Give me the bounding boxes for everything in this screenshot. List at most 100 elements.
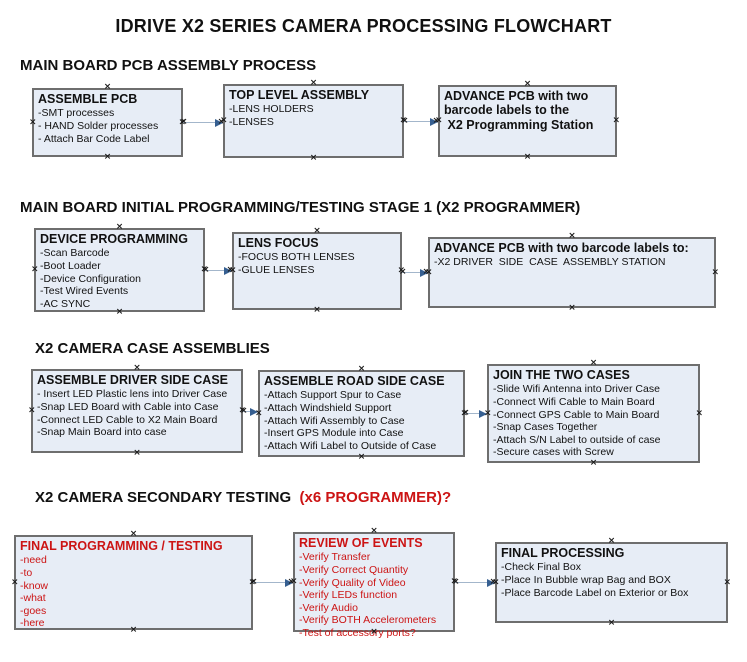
anchor-x-marker: × <box>357 452 366 462</box>
anchor-x-marker: × <box>462 408 470 418</box>
box-item: - Insert LED Plastic lens into Driver Ca… <box>37 388 228 401</box>
flow-box-assemble-driver-side-case[interactable]: × × × × ASSEMBLE DRIVER SIDE CASE - Inse… <box>28 364 246 458</box>
anchor-x-marker: × <box>229 265 237 276</box>
anchor-x-marker: × <box>133 363 141 373</box>
box-item: -Attach Wifi Label to Outside of Case <box>264 439 437 452</box>
box-item: -FOCUS BOTH LENSES <box>238 251 355 264</box>
box-item: -Verify Quality of Video <box>299 576 406 589</box>
box-item: -Attach Support Spur to Case <box>264 389 402 402</box>
box-items: -need-to-know-what-goes-here <box>20 554 246 630</box>
anchor-x-marker: × <box>425 267 433 277</box>
arrowhead-icon <box>430 117 438 126</box>
box-item: -need <box>20 554 47 567</box>
anchor-x-marker: × <box>589 358 598 368</box>
anchor-x-marker: × <box>370 627 378 637</box>
box-item: -Snap LED Board with Cable into Case <box>37 400 219 413</box>
flow-box-join-the-two-cases[interactable]: × × × × JOIN THE TWO CASES -Slide Wifi A… <box>484 359 703 468</box>
box-item: -Test of accessory ports? <box>299 626 416 639</box>
flow-box-final-programming-testing[interactable]: × × × × FINAL PROGRAMMING / TESTING -nee… <box>11 530 256 635</box>
box-items: -X2 DRIVER SIDE CASE ASSEMBLY STATION <box>434 256 709 269</box>
box-item: -Verify Correct Quantity <box>299 563 409 576</box>
box-item: -Connect LED Cable to X2 Main Board <box>37 413 218 426</box>
box-title: LENS FOCUS <box>238 236 319 250</box>
connector-arrow[interactable]: × <box>462 409 487 418</box>
connector-arrow[interactable]: × × <box>180 118 225 127</box>
anchor-x-marker: × <box>309 153 318 163</box>
box-item: -Attach Windshield Support <box>264 401 392 414</box>
anchor-x-marker: × <box>287 577 295 587</box>
box-item: -Attach Wifi Assembly to Case <box>264 414 405 427</box>
anchor-x-marker: × <box>178 117 186 127</box>
anchor-x-marker: × <box>29 117 37 127</box>
anchor-x-marker: × <box>484 408 492 418</box>
section-header-case-assemblies: X2 CAMERA CASE ASSEMBLIES <box>35 340 270 357</box>
anchor-x-marker: × <box>255 408 263 418</box>
flow-box-device-programming[interactable]: × × × × DEVICE PROGRAMMING -Scan Barcode… <box>31 223 208 317</box>
box-item: -Connect GPS Cable to Main Board <box>493 408 660 421</box>
anchor-x-marker: × <box>115 307 124 317</box>
box-item: -X2 DRIVER SIDE CASE ASSEMBLY STATION <box>434 256 666 269</box>
box-items: -LENS HOLDERS-LENSES <box>229 103 397 128</box>
anchor-x-marker: × <box>460 408 468 418</box>
flow-box-advance-pcb-programming-station[interactable]: × × × × ADVANCE PCB with two barcode lab… <box>435 80 620 162</box>
flow-box-top-level-assembly[interactable]: × × × × TOP LEVEL ASSEMBLY -LENS HOLDERS… <box>220 79 407 163</box>
anchor-x-marker: × <box>28 405 36 416</box>
box-item: -LENS HOLDERS <box>229 103 314 116</box>
box-title: TOP LEVEL ASSEMBLY <box>229 88 370 102</box>
box-item: -Snap Cases Together <box>493 421 598 434</box>
anchor-x-marker: × <box>357 364 366 374</box>
flow-box-assemble-pcb[interactable]: × × × × ASSEMBLE PCB -SMT processes- HAN… <box>29 83 186 162</box>
box-title: FINAL PROGRAMMING / TESTING <box>20 539 223 553</box>
box-title: ASSEMBLE PCB <box>38 92 138 106</box>
anchor-x-marker: × <box>432 116 440 126</box>
box-item: -GLUE LENSES <box>238 263 315 276</box>
anchor-x-marker: × <box>129 625 138 635</box>
box-item: -goes <box>20 604 47 617</box>
box-item: -Test Wired Events <box>40 285 129 298</box>
anchor-x-marker: × <box>589 458 598 468</box>
connector-arrow[interactable]: × × <box>202 266 234 275</box>
anchor-x-marker: × <box>397 265 405 276</box>
box-item: -Connect Wifi Cable to Main Board <box>493 395 655 408</box>
anchor-x-marker: × <box>401 116 409 126</box>
box-item: -Verify Transfer <box>299 551 371 564</box>
anchor-x-marker: × <box>435 115 443 126</box>
section-header-pcb-assembly: MAIN BOARD PCB ASSEMBLY PROCESS <box>20 57 317 74</box>
box-item: -LENSES <box>229 115 274 128</box>
anchor-x-marker: × <box>399 115 407 126</box>
flow-box-assemble-road-side-case[interactable]: × × × × ASSEMBLE ROAD SIDE CASE -Attach … <box>255 365 468 462</box>
arrowhead-icon <box>285 578 293 587</box>
anchor-x-marker: × <box>200 264 208 275</box>
anchor-x-marker: × <box>452 577 460 587</box>
anchor-x-marker: × <box>290 576 298 587</box>
connector-arrow[interactable]: × × <box>250 578 295 587</box>
anchor-x-marker: × <box>180 117 188 127</box>
box-item: -SMT processes <box>38 107 115 120</box>
box-items: -Check Final Box-Place In Bubble wrap Ba… <box>501 561 721 599</box>
connector-arrow[interactable]: × <box>240 407 258 416</box>
box-item: -Slide Wifi Antenna into Driver Case <box>493 383 660 396</box>
box-item: -Check Final Box <box>501 561 581 574</box>
box-title: ADVANCE PCB with two barcode labels to t… <box>444 89 594 132</box>
box-title: ADVANCE PCB with two barcode labels to: <box>434 241 689 255</box>
section-header-text: X2 CAMERA SECONDARY TESTING <box>35 489 296 506</box>
flow-box-advance-pcb-driver-side-station[interactable]: × × × × ADVANCE PCB with two barcode lab… <box>425 232 719 313</box>
box-items: -Scan Barcode-Boot Loader-Device Configu… <box>40 247 198 310</box>
connector-arrow[interactable]: × × <box>401 117 440 126</box>
box-title: JOIN THE TWO CASES <box>493 368 630 382</box>
connector-arrow[interactable]: × × <box>452 578 497 587</box>
anchor-x-marker: × <box>133 448 141 458</box>
anchor-x-marker: × <box>220 115 228 126</box>
connector-arrow[interactable]: × × <box>399 268 430 277</box>
anchor-x-marker: × <box>399 267 407 277</box>
flow-box-lens-focus[interactable]: × × × × LENS FOCUS -FOCUS BOTH LENSES-GL… <box>229 227 405 315</box>
box-items: -Attach Support Spur to Case-Attach Wind… <box>264 389 458 452</box>
anchor-x-marker: × <box>612 115 620 126</box>
arrowhead-icon <box>479 409 487 418</box>
flow-box-final-processing[interactable]: × × × × FINAL PROCESSING -Check Final Bo… <box>492 537 731 628</box>
anchor-x-marker: × <box>523 152 532 162</box>
box-item: -here <box>20 617 45 630</box>
flow-box-review-of-events[interactable]: × × × × REVIEW OF EVENTS -Verify Transfe… <box>290 527 458 639</box>
anchor-x-marker: × <box>248 577 256 587</box>
